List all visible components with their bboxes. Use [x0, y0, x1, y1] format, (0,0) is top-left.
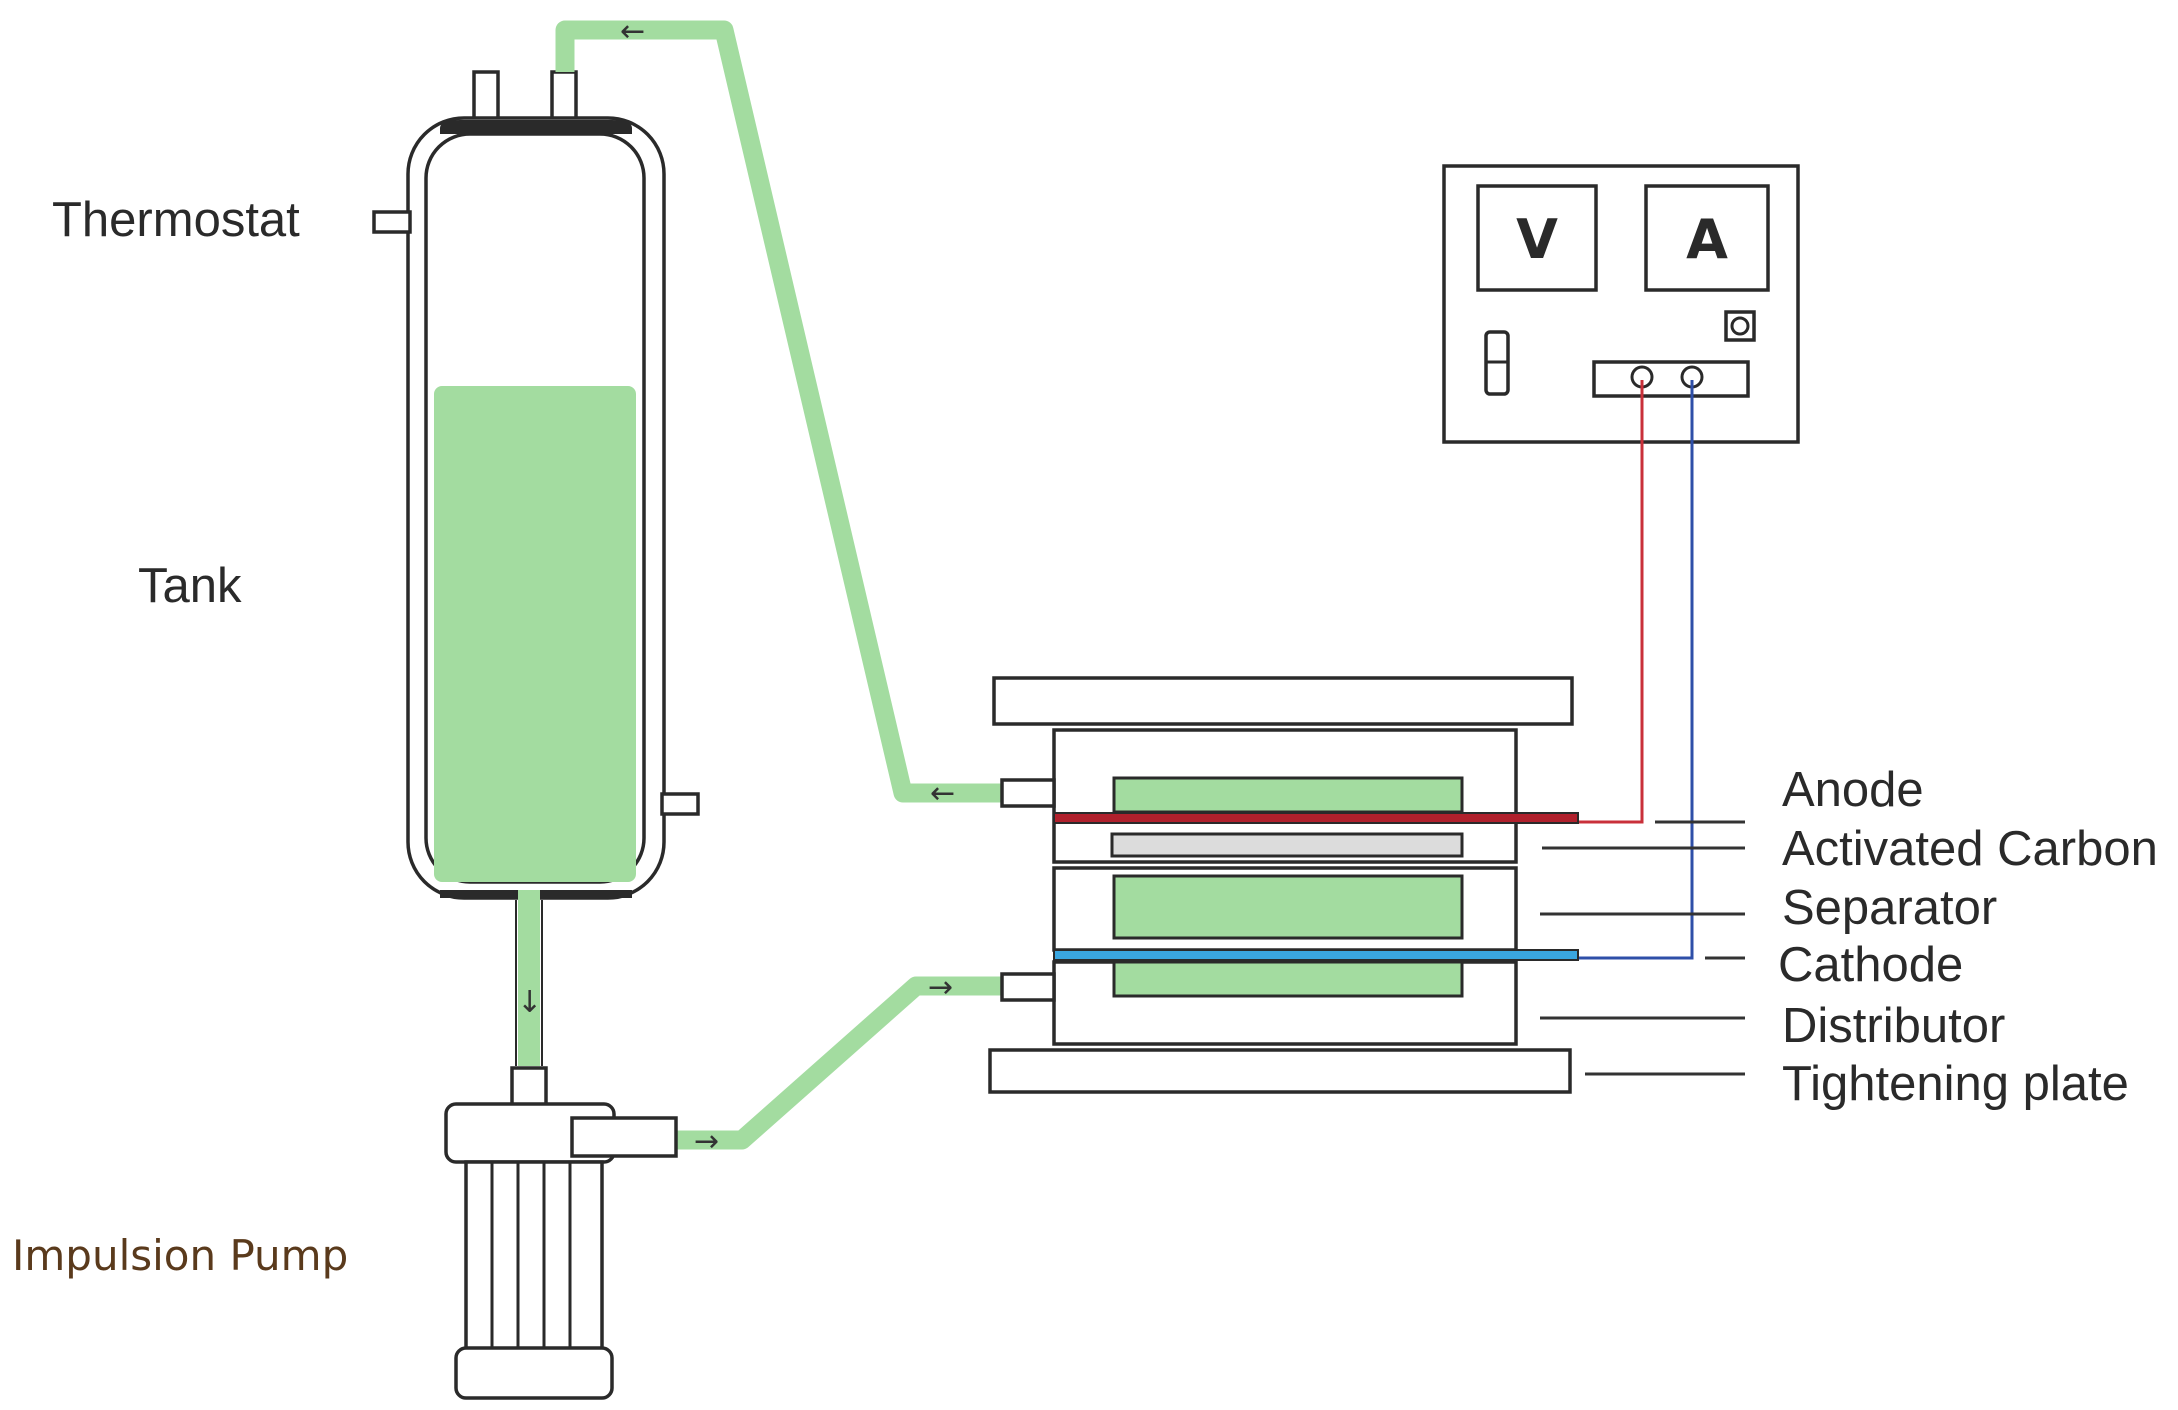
terminal-strip [1592, 360, 1750, 398]
cathode-label: Cathode [1778, 938, 1963, 992]
tank-bottom-outlet [518, 890, 540, 1066]
flow-cell-stack [988, 676, 1579, 1094]
thermostat-port-lower [660, 792, 700, 816]
return-tube-arrow-top: ← [620, 14, 645, 49]
tank-top-cap [440, 120, 632, 134]
pump-outlet [570, 1116, 678, 1158]
supply-tube [675, 976, 1002, 1150]
anode-label: Anode [1782, 763, 1924, 817]
tightening-plate-top [992, 676, 1574, 726]
thermostat-port-upper [372, 210, 412, 234]
inlet-port-upper [1000, 778, 1056, 808]
impulsion-pump [444, 1066, 678, 1400]
cathode-electrode [1053, 949, 1579, 961]
separator-label: Separator [1782, 881, 1997, 935]
activated-carbon-label: Activated Carbon [1782, 822, 2158, 876]
return-tube [555, 20, 1002, 803]
tubing [555, 20, 1002, 1150]
anode-wire [1578, 380, 1644, 824]
power-supply: V A [1442, 164, 1800, 444]
anode-electrode [1053, 812, 1579, 824]
anode-compartment-liquid [1112, 776, 1464, 814]
voltmeter-display [1476, 184, 1598, 292]
pump-inlet [510, 1066, 548, 1108]
pump-label: Impulsion Pump [12, 1231, 348, 1280]
activated-carbon-layer [1110, 832, 1464, 858]
tank-outlet-arrow: ↓ [517, 985, 542, 1020]
knob-icon-center [1730, 316, 1750, 336]
distributor-liquid-lower [1112, 960, 1464, 998]
return-tube-arrow-bottom: ← [930, 776, 955, 811]
ammeter-display [1644, 184, 1770, 292]
pump-motor-body [464, 1160, 604, 1352]
cathode-compartment-liquid [1112, 874, 1464, 940]
voltmeter-label: V [1516, 208, 1558, 271]
tightening-plate-label: Tightening plate [1782, 1057, 2129, 1111]
knob-icon [1724, 310, 1756, 342]
cathode-wire [1578, 380, 1694, 960]
tank [372, 70, 700, 1066]
pump-base [454, 1346, 614, 1400]
ammeter-label: A [1686, 208, 1728, 271]
tank-label: Tank [138, 559, 242, 613]
tank-liquid [434, 386, 636, 882]
thermostat-label: Thermostat [52, 193, 300, 247]
tightening-plate-bottom [988, 1048, 1572, 1094]
supply-tube-arrow: → [928, 970, 953, 1005]
inlet-port-lower [1000, 972, 1056, 1002]
distributor-label: Distributor [1782, 999, 2005, 1053]
pump-outlet-arrow: → [694, 1124, 719, 1159]
